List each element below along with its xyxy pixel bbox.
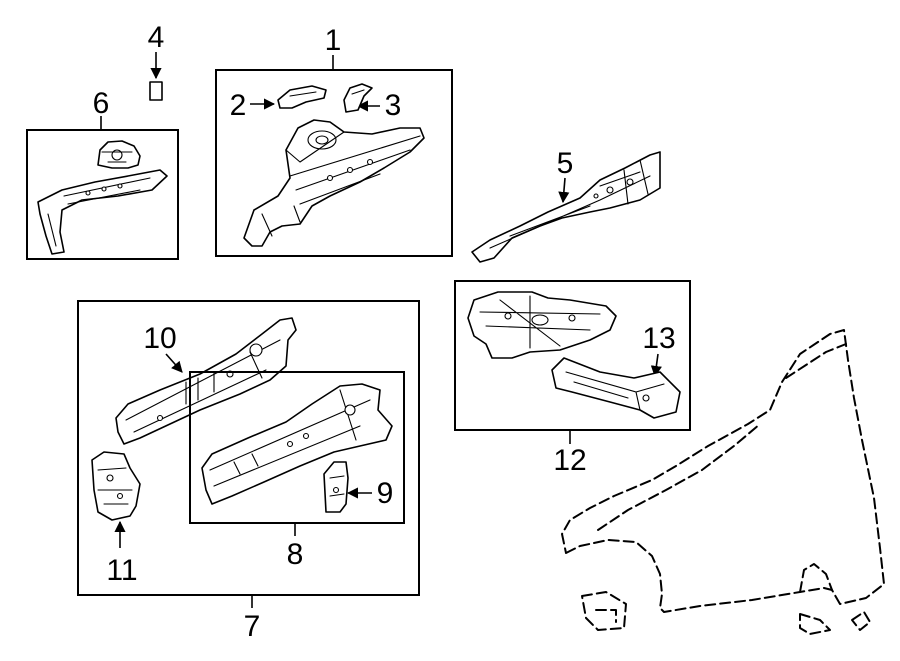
callout-11: 11: [106, 554, 137, 587]
group-4: 4: [148, 21, 165, 101]
part-3-bracket: [343, 83, 373, 113]
group-1: 1 2 3: [215, 24, 453, 257]
group-6-frame: [26, 129, 179, 260]
group-12: 12 13: [454, 280, 691, 477]
group-8-frame: [189, 371, 405, 524]
part-13-extension: [551, 357, 681, 419]
callout-9: 9: [377, 477, 394, 510]
callout-3: 3: [385, 89, 402, 122]
callout-6: 6: [93, 87, 110, 120]
callout-1: 1: [325, 24, 342, 57]
fender-outline: [561, 329, 885, 635]
callout-12: 12: [553, 444, 586, 477]
part-6-bracket: [97, 140, 141, 169]
group-12-frame: [454, 280, 691, 431]
part-6-rail: [37, 169, 168, 255]
leader-10: [165, 353, 183, 373]
part-12-floor-frame: [467, 291, 617, 359]
callout-13: 13: [642, 322, 675, 355]
group-1-frame: [215, 69, 453, 257]
group-7-frame: [77, 300, 420, 596]
group-5: 5: [471, 147, 661, 263]
callout-7: 7: [244, 610, 261, 643]
leader-5: [558, 177, 570, 204]
part-11-bracket: [91, 451, 141, 521]
part-1-apron-assembly: [243, 119, 425, 247]
group-8: 8 9: [189, 371, 405, 571]
group-6: 6: [26, 87, 179, 260]
callout-5: 5: [557, 147, 574, 180]
callout-10: 10: [143, 322, 176, 355]
callout-4: 4: [148, 21, 165, 54]
callout-8: 8: [287, 538, 304, 571]
part-8-rail: [201, 383, 393, 505]
part-4-clip: [149, 81, 163, 101]
part-9-bracket: [323, 461, 349, 513]
part-5-rail: [471, 151, 661, 263]
part-2-bracket: [277, 85, 327, 109]
group-7: 7 10 8 9: [77, 300, 420, 643]
part-10-rail: [115, 317, 297, 445]
callout-2: 2: [230, 89, 247, 122]
